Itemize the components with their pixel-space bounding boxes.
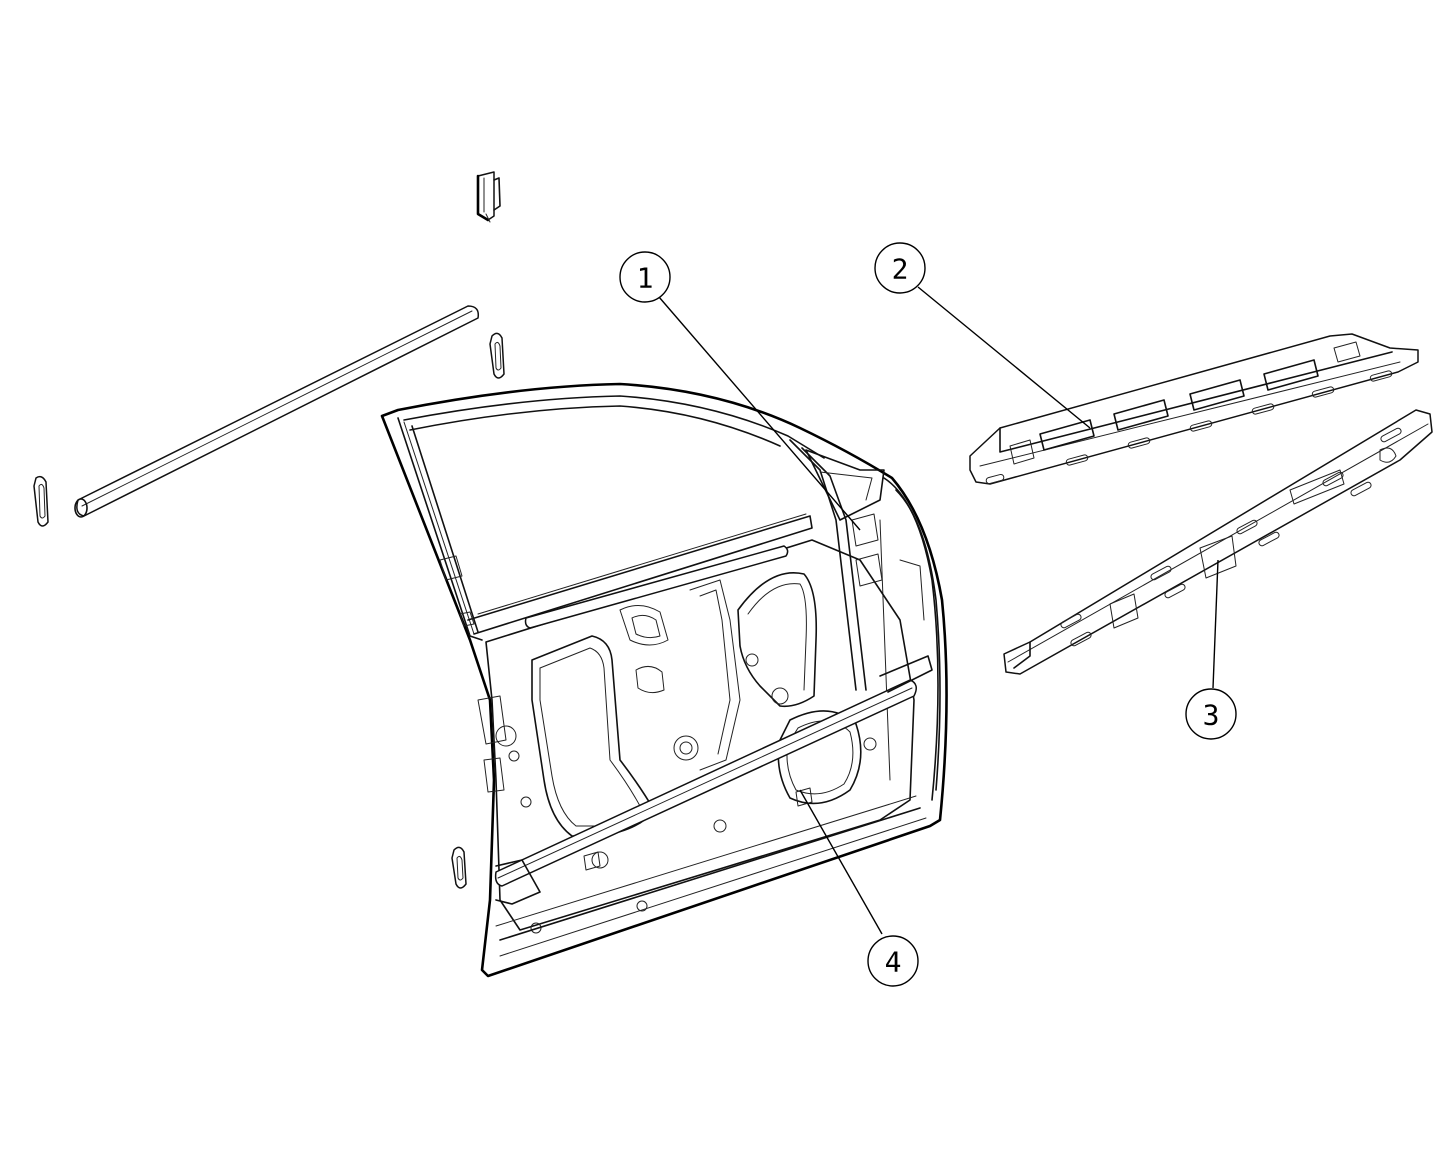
callout-4-label: 4 <box>885 946 902 979</box>
callout-1: 1 <box>619 251 671 303</box>
door-assembly-part <box>380 382 948 978</box>
callout-4: 4 <box>867 935 919 987</box>
leader-4 <box>799 789 883 935</box>
callout-2-label: 2 <box>892 253 909 286</box>
gasket-pad-left <box>33 475 49 527</box>
callout-2: 2 <box>874 242 926 294</box>
leader-3 <box>1212 559 1219 689</box>
bracket-clip-part <box>476 171 501 223</box>
leader-lines <box>658 286 1219 935</box>
lower-reinforcement-part <box>1003 409 1433 675</box>
leader-1 <box>658 296 861 531</box>
belt-molding-part <box>74 305 480 518</box>
callout-1-label: 1 <box>637 262 654 295</box>
callout-3: 3 <box>1185 688 1237 740</box>
leader-2 <box>917 286 1091 429</box>
gasket-pad-bottom <box>451 846 467 889</box>
callout-3-label: 3 <box>1203 699 1220 732</box>
gasket-pad-top <box>489 332 505 379</box>
upper-reinforcement-part <box>969 333 1419 485</box>
